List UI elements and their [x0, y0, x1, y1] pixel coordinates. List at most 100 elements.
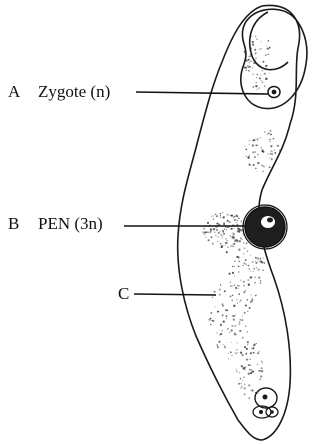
stipple-dot	[248, 397, 250, 399]
stipple-dot	[256, 171, 257, 172]
stipple-dot	[235, 287, 237, 289]
stipple-dot	[241, 386, 243, 388]
stipple-dot	[243, 233, 245, 235]
stipple-dot	[251, 277, 252, 278]
stipple-dot	[230, 296, 232, 298]
stipple-dot	[230, 215, 231, 216]
stipple-dot	[271, 153, 272, 154]
antipodal-cells	[253, 388, 278, 418]
stipple-dot	[245, 325, 247, 327]
stipple-dot	[260, 282, 262, 284]
stipple-dot	[268, 132, 270, 134]
stipple-dot	[262, 151, 264, 153]
stipple-dot	[253, 164, 255, 166]
stipple-dot	[260, 80, 261, 81]
stipple-dot	[233, 319, 235, 321]
stipple-dot	[246, 299, 248, 301]
stipple-dot	[248, 384, 250, 386]
stipple-dot	[256, 89, 257, 90]
stipple-dot	[237, 303, 238, 304]
stipple-dot	[243, 368, 244, 369]
stipple-dot	[238, 230, 240, 232]
stipple-dot	[212, 243, 214, 245]
stipple-dot	[258, 370, 260, 372]
stipple-dot	[233, 315, 235, 317]
stipple-dot	[249, 140, 251, 142]
stipple-dot	[257, 257, 259, 259]
stipple-dot	[253, 62, 255, 64]
stipple-dot	[256, 138, 258, 140]
stipple-dot	[257, 352, 259, 354]
stipple-dot	[219, 289, 221, 291]
stipple-dot	[259, 379, 260, 380]
stipple-dot	[254, 282, 256, 284]
stipple-dot	[223, 320, 225, 322]
stipple-dot	[243, 281, 245, 283]
stipple-dot	[270, 153, 272, 155]
stipple-dot	[243, 253, 244, 254]
stipple-dot	[222, 314, 224, 316]
stipple-dot	[240, 319, 242, 321]
stipple-dot	[270, 145, 272, 147]
stipple-dot	[210, 324, 211, 325]
stipple-dot	[234, 260, 236, 262]
stipple-dot	[271, 158, 273, 160]
stipple-dot	[264, 73, 266, 75]
stipple-dot	[253, 139, 255, 141]
stipple-dot	[246, 353, 247, 354]
stipple-dot	[216, 229, 218, 231]
stipple-dot	[223, 233, 225, 235]
stipple-dot	[226, 318, 227, 319]
stipple-dot	[259, 261, 261, 263]
stipple-dot	[252, 86, 254, 88]
stipple-dot	[257, 162, 259, 164]
stipple-dot	[254, 49, 256, 51]
stipple-dot	[220, 324, 222, 326]
stipple-dot	[211, 320, 212, 321]
stipple-dot	[252, 151, 254, 153]
stipple-dot	[208, 239, 210, 241]
stipple-dot	[231, 342, 232, 343]
stipple-dot	[246, 67, 247, 68]
stipple-dot	[261, 148, 262, 149]
stipple-dot	[262, 61, 264, 63]
stipple-dot	[245, 155, 247, 157]
stipple-dot	[213, 215, 214, 216]
stipple-dot	[261, 367, 263, 369]
stipple-dot	[257, 364, 258, 365]
stipple-dot	[230, 235, 231, 236]
stipple-dot	[241, 221, 242, 222]
stipple-dot	[263, 257, 264, 258]
stipple-dot	[269, 158, 270, 159]
stipple-dot	[203, 227, 205, 229]
stipple-dot	[216, 215, 218, 217]
stipple-dot	[239, 240, 241, 242]
stipple-dot	[246, 242, 248, 244]
stipple-dot	[240, 299, 242, 301]
stipple-dot	[234, 325, 236, 327]
stipple-dot	[248, 265, 250, 267]
stipple-dot	[274, 149, 276, 151]
stipple-dot	[257, 393, 258, 394]
stipple-dot	[250, 54, 251, 55]
stipple-dot	[229, 332, 230, 333]
stipple-dot	[248, 373, 250, 375]
stipple-dot	[237, 352, 238, 353]
stipple-dot	[218, 232, 220, 234]
stipple-dot	[241, 239, 242, 240]
stipple-dot	[256, 64, 257, 65]
stipple-dot	[247, 279, 249, 281]
stipple-dot	[234, 284, 236, 286]
stipple-dot	[249, 268, 251, 270]
stipple-dot	[217, 223, 219, 225]
stipple-dot	[220, 217, 221, 218]
label-b-letter: B	[8, 214, 19, 233]
stipple-dot	[245, 59, 247, 61]
stipple-dot	[225, 238, 227, 240]
stipple-dot	[251, 389, 253, 391]
stipple-dot	[250, 61, 252, 63]
stipple-dot	[262, 82, 263, 83]
stipple-dot	[242, 379, 243, 380]
stipple-dot	[257, 145, 258, 146]
stipple-dot	[278, 145, 279, 146]
